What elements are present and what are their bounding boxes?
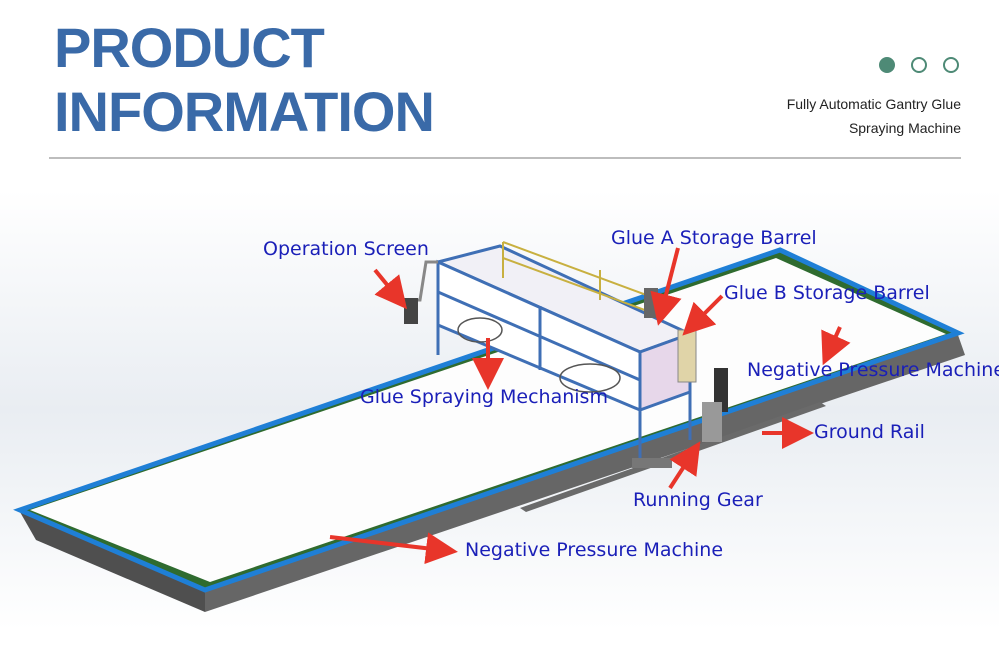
arrow-neg-pressure-right: [821, 326, 851, 366]
operation-screen: [404, 260, 438, 324]
arrow-operation-screen: [373, 268, 408, 310]
arrow-glue-a: [650, 247, 682, 326]
arrow-running-gear: [668, 441, 701, 490]
label-ground-rail: Ground Rail: [814, 421, 925, 443]
title-line-2: INFORMATION: [54, 80, 435, 143]
label-glue-a-storage-barrel: Glue A Storage Barrel: [611, 227, 817, 249]
title-line-1: PRODUCT: [54, 16, 325, 79]
pagination-dot[interactable]: [943, 57, 959, 73]
machine-illustration: [0, 190, 999, 630]
pagination-dots: [876, 57, 966, 79]
pagination-dot[interactable]: [911, 57, 927, 73]
product-subtitle: Fully Automatic Gantry Glue Spraying Mac…: [701, 92, 961, 140]
label-running-gear: Running Gear: [633, 489, 763, 511]
label-glue-spraying-mechanism: Glue Spraying Mechanism: [360, 386, 608, 408]
label-glue-b-storage-barrel: Glue B Storage Barrel: [724, 282, 930, 304]
label-negative-pressure-right: Negative Pressure Machine: [747, 359, 999, 381]
arrow-neg-pressure-bottom: [329, 532, 458, 565]
subtitle-line-2: Spraying Machine: [848, 120, 961, 136]
pagination-dot-active[interactable]: [879, 57, 895, 73]
label-negative-pressure-bottom: Negative Pressure Machine: [465, 539, 724, 561]
subtitle-line-1: Fully Automatic Gantry Glue: [786, 96, 961, 112]
callout-arrows: [329, 247, 851, 565]
arrow-glue-b: [682, 294, 724, 336]
railing: [502, 241, 661, 313]
label-operation-screen: Operation Screen: [263, 238, 429, 260]
machine-diagram: Operation Screen Glue A Storage Barrel G…: [0, 190, 999, 630]
header-divider: [49, 157, 961, 159]
